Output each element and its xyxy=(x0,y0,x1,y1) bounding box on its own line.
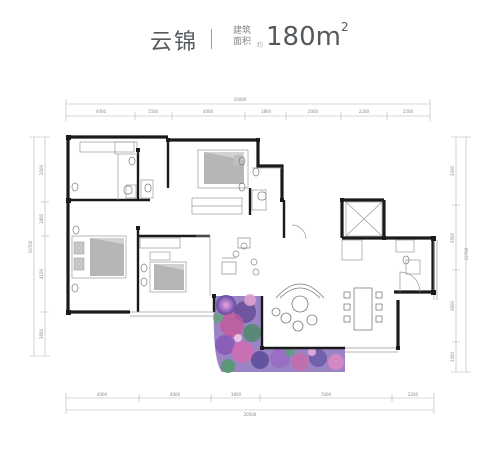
right-segment-dims: 3500 3500 3600 1450 xyxy=(450,165,455,362)
right-dim-1: 3500 xyxy=(450,165,455,176)
bottom-dim-1: 4000 xyxy=(97,392,108,397)
left-dimension-lines xyxy=(29,136,50,357)
area-unit: 2 xyxy=(340,20,349,34)
left-dim-4: 3600 xyxy=(39,328,44,339)
title-separator xyxy=(211,29,212,49)
left-dim-1: 3500 xyxy=(39,164,44,175)
plan-title: 云锦 xyxy=(150,30,199,55)
bathroom-fixtures xyxy=(71,156,410,293)
right-dim-3: 3600 xyxy=(450,300,455,311)
area-value: 180m2 xyxy=(266,20,349,52)
left-dim-2: 1800 xyxy=(39,213,44,224)
top-dim-6: 2200 xyxy=(359,109,370,114)
bottom-total-dim: 20500 xyxy=(244,412,257,417)
area-label-top: 建筑 xyxy=(233,26,252,36)
bottom-dim-3: 3800 xyxy=(231,392,242,397)
bedroom3-bed xyxy=(149,261,187,293)
living-sofa-set xyxy=(271,283,325,332)
top-total-dim: 20000 xyxy=(234,97,247,102)
left-segment-dims: 3500 1800 4100 3600 xyxy=(39,164,44,339)
kitchen-counters xyxy=(221,237,260,276)
area-label: 建筑 面积 约 xyxy=(233,26,263,49)
right-dim-2: 3500 xyxy=(450,232,455,243)
top-dimension-lines xyxy=(65,99,431,121)
top-segment-dims: 4000 1500 4000 1800 2000 2200 2500 xyxy=(96,109,414,114)
area-label-bottom: 面积 xyxy=(233,37,252,47)
area-approx-mark: 约 xyxy=(257,42,264,49)
thin-lines xyxy=(79,141,438,353)
bedroom2-bed xyxy=(197,149,249,189)
top-dim-5: 2000 xyxy=(308,109,319,114)
bottom-dimension-lines xyxy=(65,393,435,414)
master-bed xyxy=(71,235,127,279)
left-total-dim: 10700 xyxy=(28,240,33,253)
top-dim-2: 1500 xyxy=(148,109,159,114)
right-dim-4: 1450 xyxy=(450,351,455,362)
plan-header: 云锦 建筑 面积 约 180m2 xyxy=(0,18,500,58)
bottom-dim-5: 2200 xyxy=(408,392,419,397)
right-total-dim: 10700 xyxy=(464,247,469,260)
right-dimension-lines xyxy=(451,136,471,373)
bottom-dim-2: 4000 xyxy=(170,392,181,397)
bottom-dim-4: 7000 xyxy=(321,392,332,397)
bottom-segment-dims: 4000 4000 3800 7000 2200 xyxy=(97,392,419,397)
garden-terrace xyxy=(213,294,345,373)
left-dim-3: 4100 xyxy=(39,268,44,279)
top-dim-1: 4000 xyxy=(96,109,107,114)
top-dim-4: 1800 xyxy=(261,109,272,114)
area-number: 180m xyxy=(266,22,341,52)
top-dim-7: 2500 xyxy=(403,109,414,114)
dining-table xyxy=(343,287,383,331)
structural-columns xyxy=(66,135,436,350)
top-dim-3: 4000 xyxy=(203,109,214,114)
